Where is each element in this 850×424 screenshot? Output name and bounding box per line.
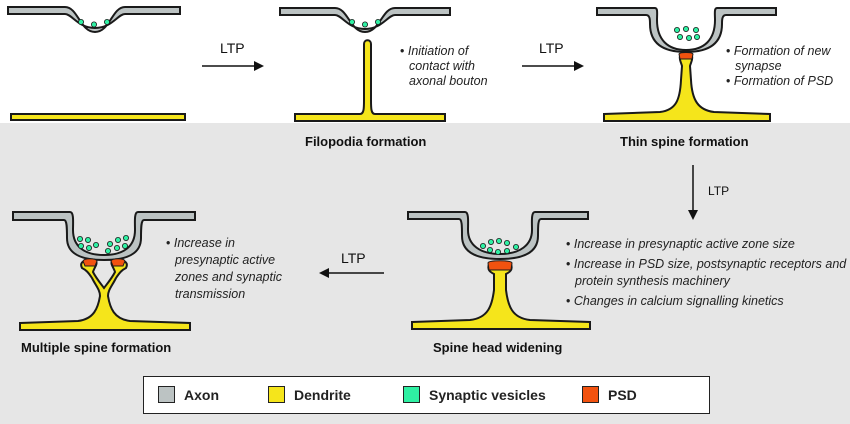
- synaptic-vesicle: [107, 240, 114, 247]
- synaptic-vesicle: [677, 34, 684, 41]
- legend-label: Dendrite: [294, 386, 351, 403]
- ltp-label-2: LTP: [539, 40, 564, 56]
- legend-swatch-axon: [158, 386, 175, 403]
- bullets-filopodia: Initiation of contact with axonal bouton: [400, 44, 510, 89]
- caption-thin-spine: Thin spine formation: [620, 134, 749, 149]
- synaptic-vesicle: [115, 236, 122, 243]
- ltp-arrow-3: [688, 165, 698, 220]
- synaptic-vesicle: [114, 244, 121, 251]
- synaptic-vesicle: [123, 234, 130, 241]
- stage-multiple-spine-illustration: [12, 211, 196, 331]
- synaptic-vesicle: [78, 18, 85, 25]
- synaptic-vesicle: [361, 21, 368, 28]
- axon: [407, 211, 589, 261]
- dendrite-branched-spine: [19, 260, 191, 331]
- synaptic-vesicle: [85, 236, 92, 243]
- ltp-label-1: LTP: [220, 40, 245, 56]
- axon: [7, 6, 181, 34]
- synaptic-vesicle: [495, 237, 502, 244]
- synaptic-vesicle: [122, 242, 129, 249]
- synaptic-vesicle: [105, 247, 112, 254]
- legend-item-axon: Axon: [158, 386, 219, 403]
- axon: [596, 7, 777, 54]
- bullets-thin-spine: Formation of new synapse Formation of PS…: [726, 44, 850, 89]
- synaptic-vesicle: [78, 242, 85, 249]
- dendrite-filopodium: [294, 39, 446, 122]
- legend-swatch-vesicles: [403, 386, 420, 403]
- psd: [678, 52, 694, 60]
- synaptic-vesicle: [494, 248, 501, 255]
- synaptic-vesicle: [348, 18, 355, 25]
- legend-item-dendrite: Dendrite: [268, 386, 351, 403]
- synaptic-vesicle: [686, 35, 693, 42]
- synaptic-vesicle: [104, 18, 111, 25]
- ltp-arrow-2: [522, 61, 584, 71]
- caption-spine-head: Spine head widening: [433, 340, 563, 355]
- synaptic-vesicle: [503, 239, 510, 246]
- axon: [12, 211, 196, 262]
- legend-item-vesicles: Synaptic vesicles: [403, 386, 546, 403]
- ltp-label-3: LTP: [708, 184, 730, 198]
- stage-thin-spine-illustration: [596, 7, 777, 122]
- stage-initial-illustration: [7, 6, 186, 121]
- bullet-item: Changes in calcium signalling kinetics: [566, 293, 850, 310]
- synaptic-vesicle: [374, 18, 381, 25]
- synaptic-vesicle: [91, 21, 98, 28]
- legend-item-psd: PSD: [582, 386, 637, 403]
- synaptic-vesicle: [694, 34, 701, 41]
- synaptic-vesicle: [77, 235, 84, 242]
- bullet-item: Increase in presynaptic active zone size: [566, 236, 850, 253]
- bullet-item: Formation of new synapse: [726, 44, 850, 74]
- synaptic-vesicle: [503, 247, 510, 254]
- psd: [487, 260, 513, 271]
- legend-label: Synaptic vesicles: [429, 386, 546, 403]
- psd: [110, 258, 126, 267]
- caption-filopodia: Filopodia formation: [305, 134, 427, 149]
- synaptic-vesicle: [674, 26, 681, 33]
- synaptic-vesicle: [93, 241, 100, 248]
- bullet-item: Formation of PSD: [726, 74, 850, 89]
- bullet-item: Increase in presynaptic active zones and…: [166, 235, 301, 303]
- synaptic-vesicle: [683, 25, 690, 32]
- ltp-arrow-4: [319, 268, 384, 278]
- psd: [82, 258, 98, 267]
- bullet-item: Increase in PSD size, postsynaptic recep…: [566, 256, 850, 290]
- dendrite-spine: [411, 263, 591, 330]
- ltp-arrow-1: [202, 61, 264, 71]
- synaptic-vesicle: [479, 242, 486, 249]
- legend-label: PSD: [608, 386, 637, 403]
- legend-swatch-psd: [582, 386, 599, 403]
- legend-label: Axon: [184, 386, 219, 403]
- synaptic-vesicle: [513, 243, 520, 250]
- synaptic-vesicle: [486, 246, 493, 253]
- caption-multiple-spine: Multiple spine formation: [21, 340, 172, 355]
- ltp-label-4: LTP: [341, 250, 366, 266]
- legend-swatch-dendrite: [268, 386, 285, 403]
- legend: Axon Dendrite Synaptic vesicles PSD: [143, 376, 710, 414]
- synaptic-vesicle: [693, 26, 700, 33]
- axon: [279, 7, 451, 34]
- synaptic-vesicle: [86, 244, 93, 251]
- bullets-spine-head: Increase in presynaptic active zone size…: [566, 236, 850, 310]
- synaptic-vesicle: [487, 238, 494, 245]
- bullet-item: Initiation of contact with axonal bouton: [400, 44, 510, 89]
- stage-filopodia-illustration: [279, 7, 451, 122]
- stage-spine-head-illustration: [407, 211, 591, 330]
- bullets-multiple-spine: Increase in presynaptic active zones and…: [166, 235, 301, 303]
- dendrite: [10, 113, 186, 121]
